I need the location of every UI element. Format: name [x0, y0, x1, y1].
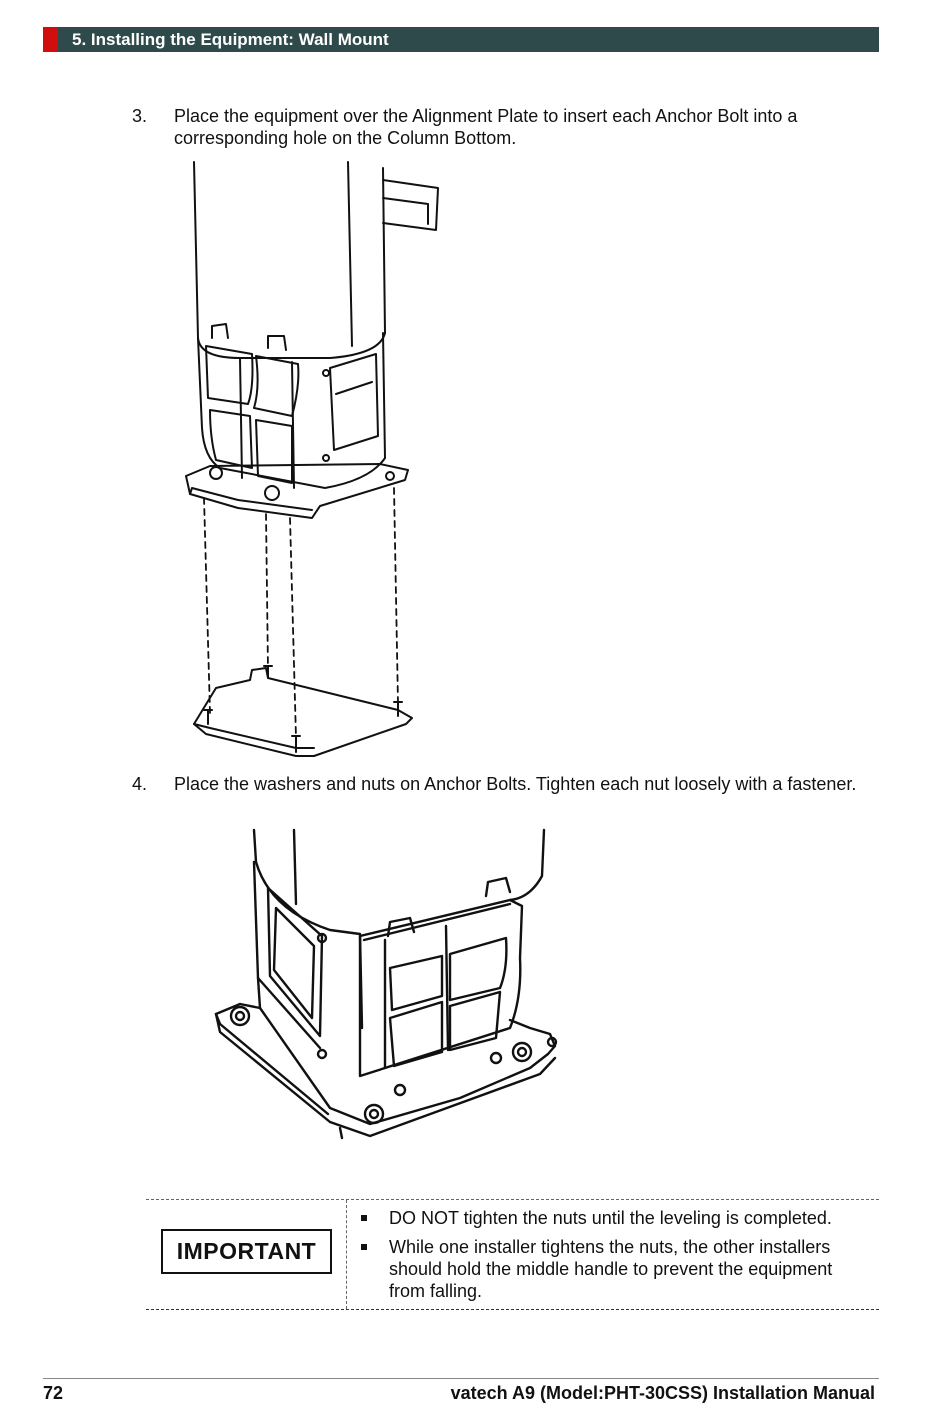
important-label: IMPORTANT	[161, 1229, 332, 1274]
bullet-icon	[361, 1215, 367, 1221]
important-list: DO NOT tighten the nuts until the leveli…	[358, 1207, 873, 1309]
step-number: 4.	[132, 774, 148, 794]
step-text: Place the equipment over the Alignment P…	[174, 106, 798, 148]
step-text: Place the washers and nuts on Anchor Bol…	[174, 774, 857, 794]
list-item-text: While one installer tightens the nuts, t…	[389, 1237, 833, 1301]
section-header-accent	[43, 27, 58, 52]
list-item: DO NOT tighten the nuts until the leveli…	[358, 1207, 873, 1229]
step-3: 3. Place the equipment over the Alignmen…	[132, 105, 892, 151]
bullet-icon	[361, 1244, 367, 1250]
section-title: 5. Installing the Equipment: Wall Mount	[72, 30, 389, 49]
step-number: 3.	[132, 106, 148, 126]
important-box-divider	[346, 1200, 347, 1309]
alignment-plate-illustration	[185, 161, 439, 757]
list-item: While one installer tightens the nuts, t…	[358, 1236, 873, 1302]
section-header-bar: 5. Installing the Equipment: Wall Mount	[43, 27, 879, 52]
footer-divider	[43, 1378, 879, 1379]
manual-title: vatech A9 (Model:PHT-30CSS) Installation…	[450, 1383, 875, 1403]
important-box-bottom-border	[146, 1309, 879, 1310]
washers-and-nuts-illustration	[214, 828, 558, 1140]
page-number: 72	[43, 1383, 64, 1403]
list-item-text: DO NOT tighten the nuts until the leveli…	[389, 1208, 832, 1228]
step-4: 4. Place the washers and nuts on Anchor …	[132, 773, 892, 819]
important-box-top-border	[146, 1199, 879, 1200]
